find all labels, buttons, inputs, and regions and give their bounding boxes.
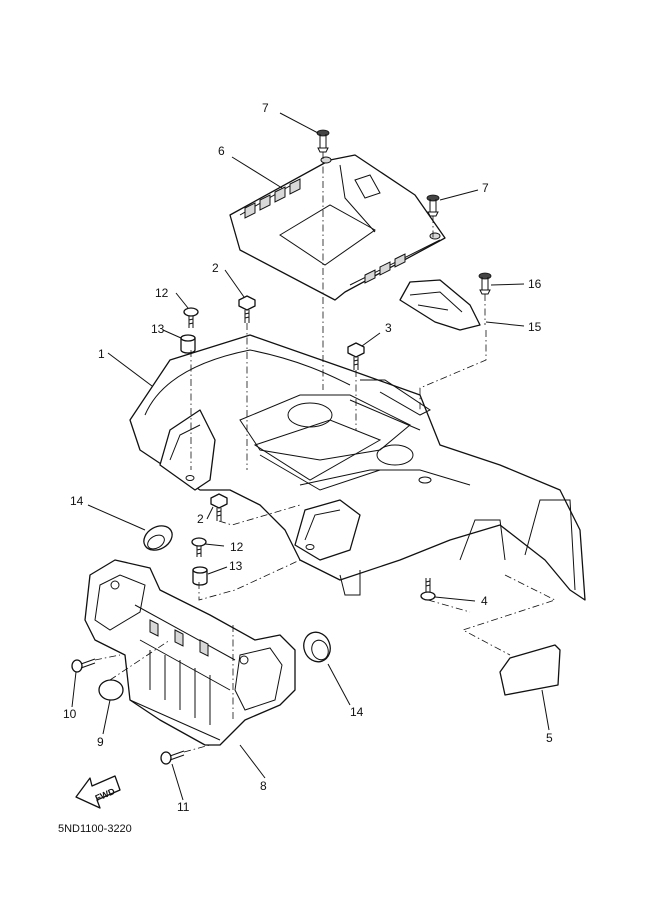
callout-11: 11 [177,800,190,814]
callout-8: 8 [260,779,267,793]
callout-2-upper: 2 [212,261,219,275]
fwd-arrow-icon: FWD [75,775,121,809]
part-2-bolt-upper [238,295,256,323]
part-13-collar-upper [180,334,196,354]
part-6-top-cover [229,154,446,301]
part-11-bolt [160,750,185,765]
callout-3: 3 [385,321,392,335]
callout-12-lower: 12 [230,540,244,554]
callout-1: 1 [98,347,105,361]
part-9-cap [98,679,124,701]
callout-7-top: 7 [262,101,269,115]
callout-14-lower: 14 [350,705,364,719]
diagram-code: 5ND1100-3220 [58,823,132,835]
callout-10: 10 [63,707,77,721]
part-4-bolt [420,578,436,601]
leader-lines [71,112,550,801]
callout-15: 15 [528,320,542,334]
callout-12-upper: 12 [155,286,169,300]
part-10-screw [71,658,96,673]
callouts: 7 6 7 2 16 12 13 3 15 1 14 2 12 13 4 14 … [63,101,553,814]
callout-14-upper: 14 [70,494,84,508]
callout-13-upper: 13 [151,322,165,336]
part-7-clip-right [426,194,440,217]
part-5-mud-flap [499,644,561,696]
callout-6: 6 [218,144,225,158]
part-12-screw-upper [183,307,199,328]
callout-7-right: 7 [482,181,489,195]
part-8-front-fender [84,559,296,746]
part-14-grommet-lower [303,631,331,663]
part-7-clip-top [316,129,330,153]
callout-5: 5 [546,731,553,745]
callout-2-lower: 2 [197,512,204,526]
part-16-clip [478,272,492,295]
callout-16: 16 [528,277,542,291]
assembly-lines [94,152,557,753]
callout-4: 4 [481,594,488,608]
part-14-grommet-upper [143,525,173,551]
part-12-screw-lower [191,537,207,557]
callout-9: 9 [97,735,104,749]
part-1-rear-fender [129,334,586,601]
part-15-bracket [399,279,481,331]
part-13-collar-lower [192,566,208,586]
part-3-bolt [347,342,365,370]
part-2-bolt-lower [210,493,228,521]
callout-13-lower: 13 [229,559,243,573]
